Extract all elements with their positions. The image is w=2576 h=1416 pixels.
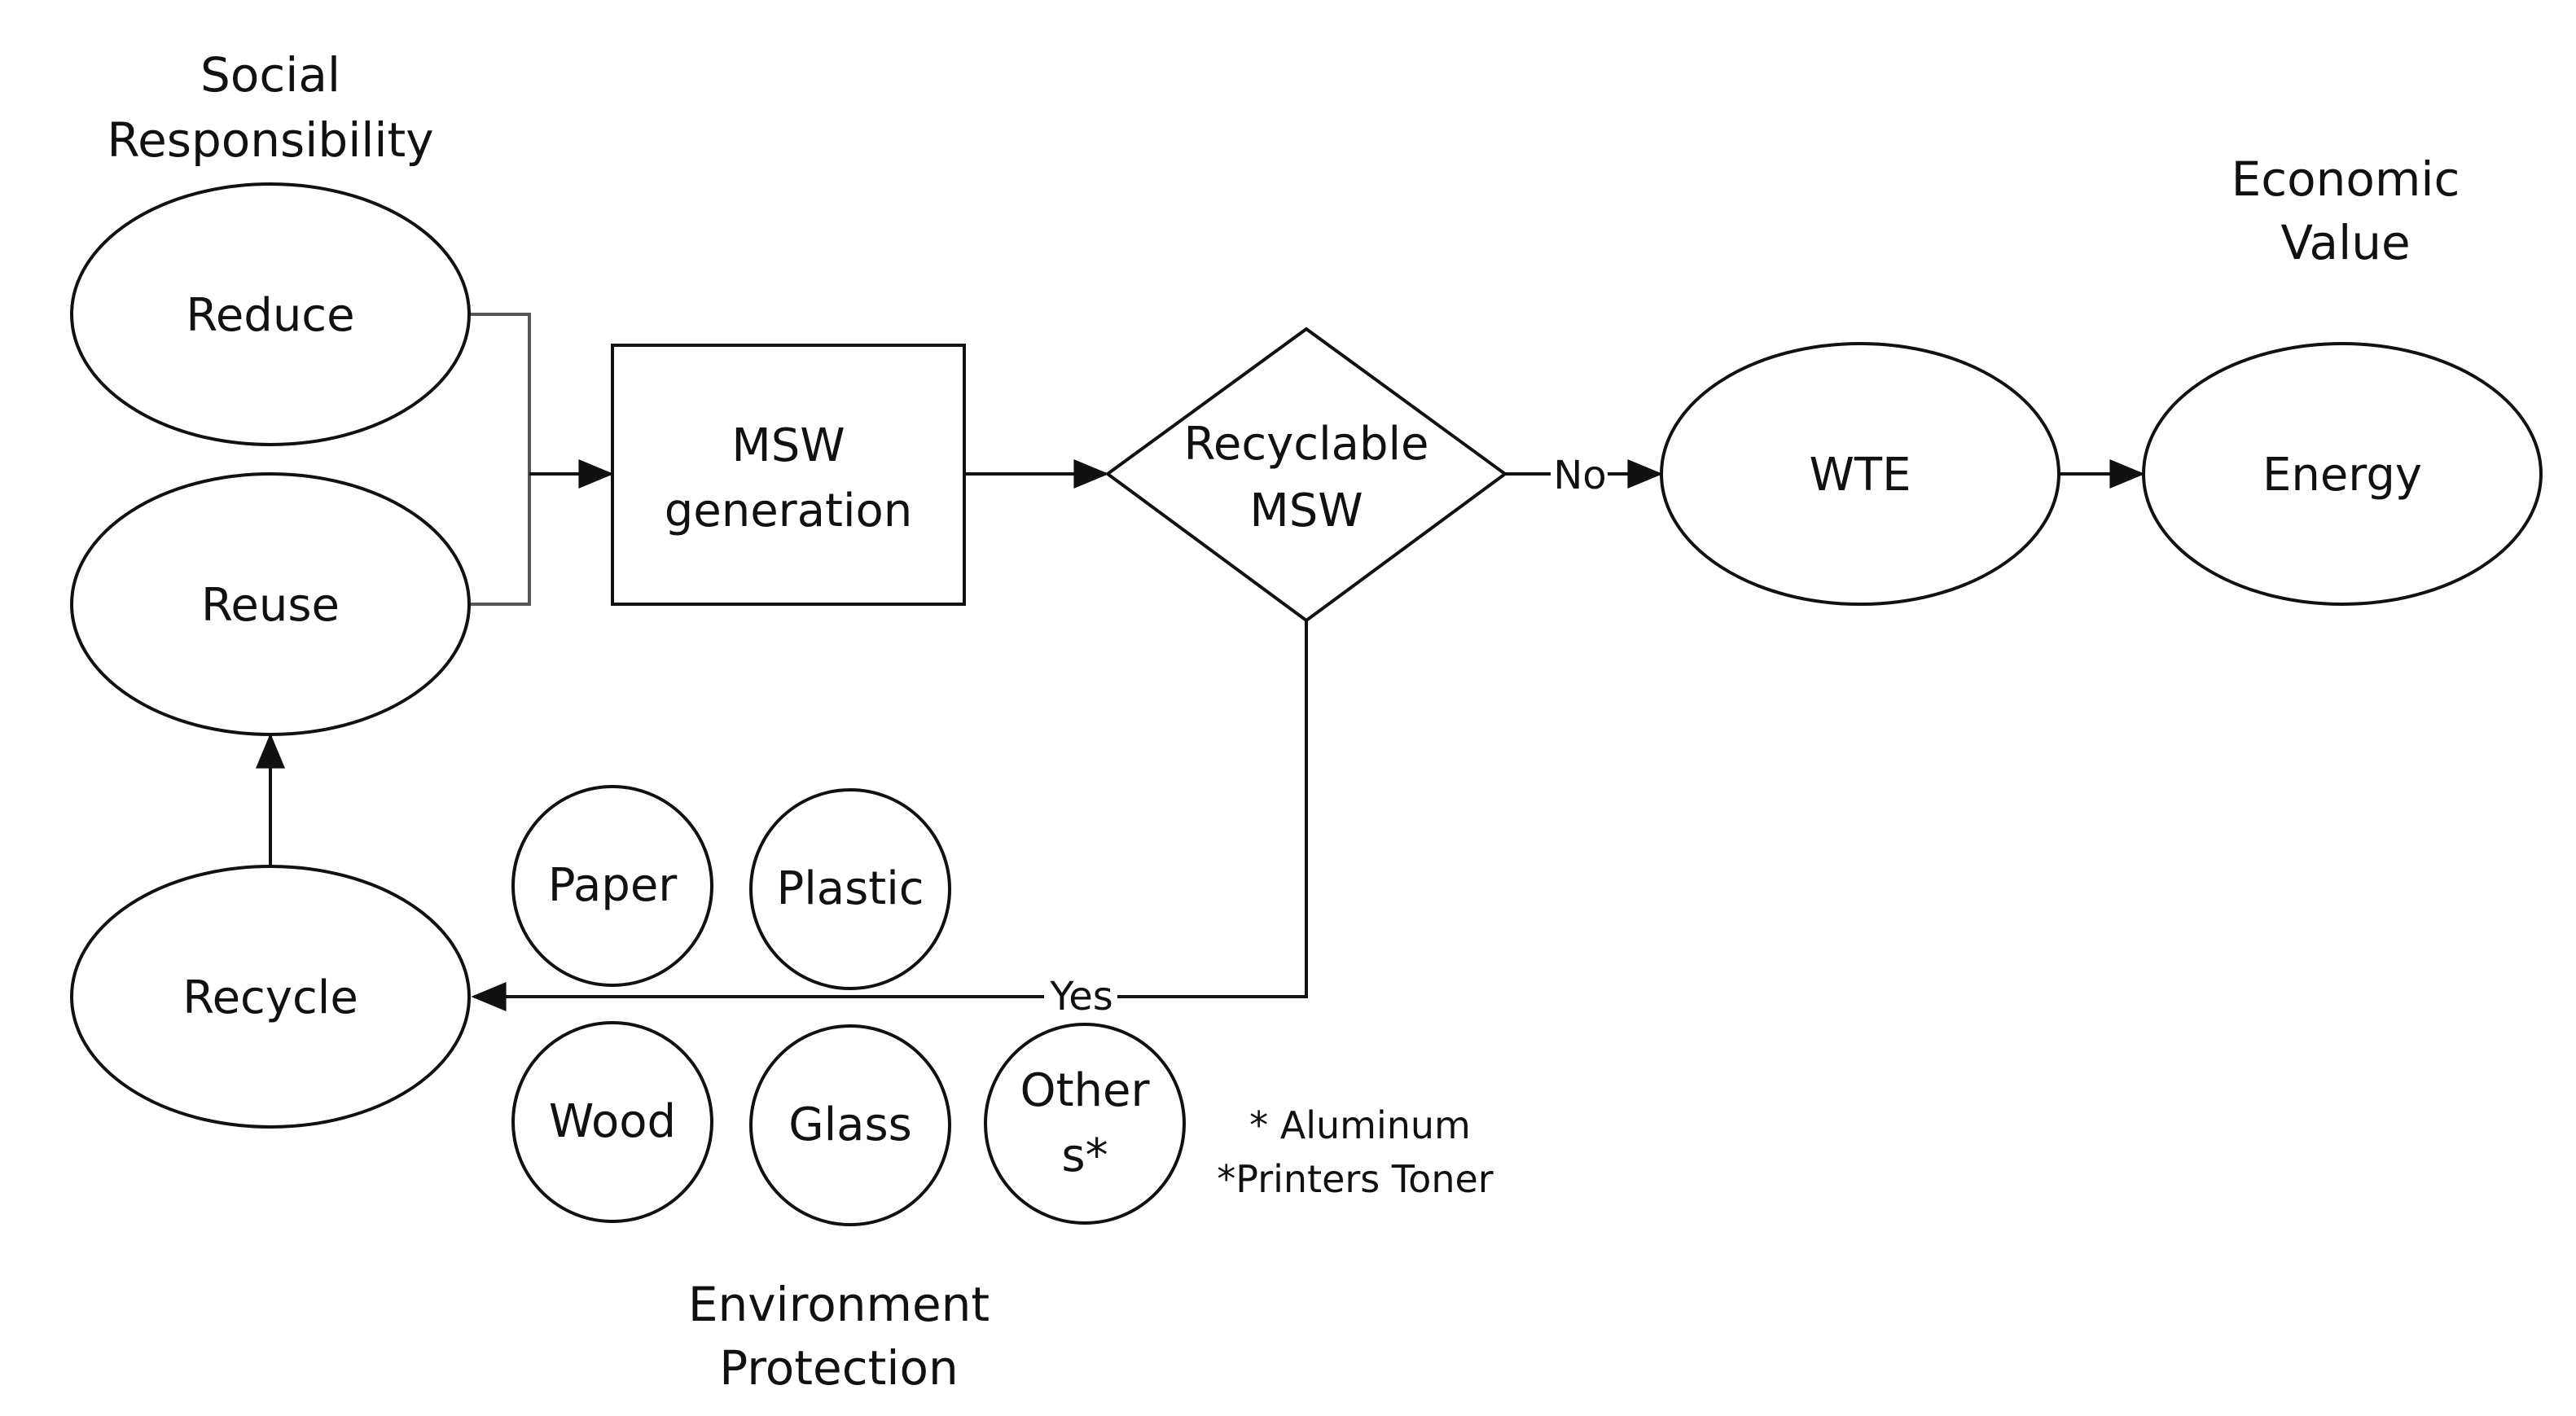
material-glass: Glass — [749, 1024, 951, 1226]
heading-environment-line-2: Protection — [719, 1340, 958, 1396]
node-msw-generation-line-1: MSW — [731, 419, 845, 472]
material-glass-label: Glass — [788, 1098, 912, 1151]
node-recyclable-msw-decision: Recyclable MSW — [1104, 327, 1508, 623]
node-wte-label: WTE — [1810, 449, 1911, 502]
node-reduce: Reduce — [70, 182, 471, 446]
material-paper-label: Paper — [548, 859, 678, 912]
node-recyclable-msw-line-2: MSW — [1249, 484, 1363, 537]
material-paper: Paper — [511, 785, 713, 987]
edge-recyclable-to-recycle-yes — [471, 620, 1308, 1011]
node-msw-generation: MSW generation — [611, 344, 966, 606]
node-recycle: Recycle — [70, 865, 471, 1129]
heading-social-responsibility: Social Responsibility — [107, 47, 433, 168]
heading-social-line-2: Responsibility — [107, 112, 433, 168]
heading-environment-protection: Environment Protection — [688, 1277, 990, 1396]
node-wte: WTE — [1660, 342, 2060, 606]
heading-economic-value: Economic Value — [2232, 151, 2460, 270]
node-msw-generation-line-2: generation — [665, 484, 913, 537]
material-plastic: Plastic — [749, 788, 951, 990]
material-others-line-2: s* — [1061, 1129, 1108, 1182]
heading-social-line-1: Social — [200, 47, 340, 103]
edge-reuse-junction — [471, 474, 531, 606]
node-energy: Energy — [2142, 342, 2543, 606]
material-plastic-label: Plastic — [776, 862, 924, 915]
edge-label-no: No — [1553, 453, 1606, 498]
heading-economic-line-1: Economic — [2232, 151, 2460, 207]
node-reuse: Reuse — [70, 472, 471, 736]
node-reduce-label: Reduce — [186, 289, 354, 342]
material-others: Other s* — [984, 1023, 1186, 1225]
edge-label-no-bg — [1551, 453, 1608, 497]
material-wood-label: Wood — [549, 1095, 676, 1148]
heading-economic-line-2: Value — [2280, 215, 2410, 270]
edge-label-yes: Yes — [1049, 974, 1112, 1019]
material-wood: Wood — [511, 1021, 713, 1223]
edge-reduce-junction — [471, 313, 531, 474]
node-recycle-label: Recycle — [182, 971, 358, 1024]
edge-label-yes-bg — [1044, 974, 1117, 1018]
note-aluminum: * Aluminum — [1249, 1103, 1471, 1147]
node-energy-label: Energy — [2262, 449, 2422, 502]
node-recyclable-msw-line-1: Recyclable — [1184, 418, 1429, 471]
heading-environment-line-1: Environment — [688, 1277, 990, 1332]
node-reuse-label: Reuse — [201, 579, 340, 632]
material-others-line-1: Other — [1020, 1064, 1150, 1117]
note-printers-toner: *Printers Toner — [1217, 1157, 1493, 1201]
